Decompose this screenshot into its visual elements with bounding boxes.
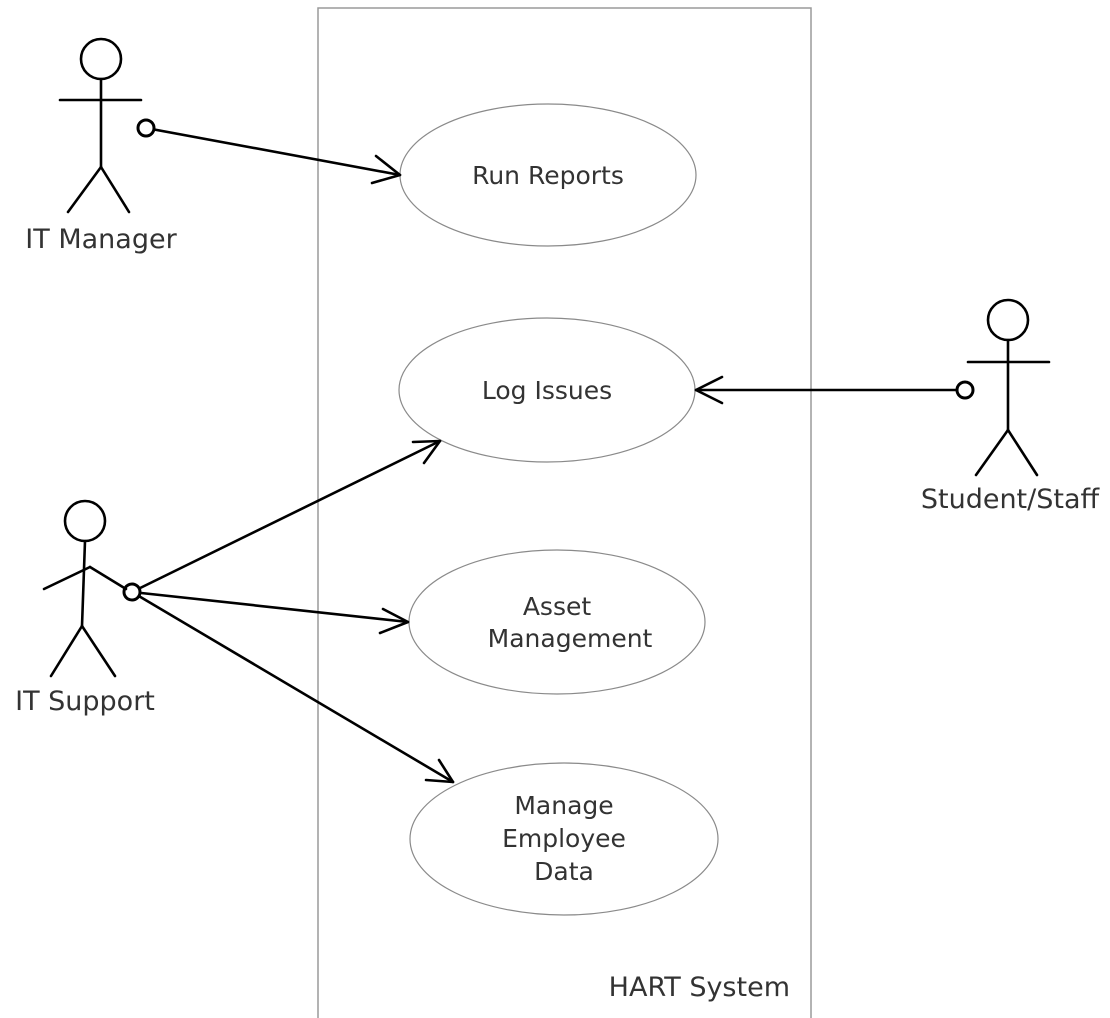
actor-head-icon xyxy=(63,499,107,543)
association-it-manager-run-reports xyxy=(136,118,402,185)
actor-label: Student/Staff xyxy=(921,484,1101,515)
use-case-label: Run Reports xyxy=(472,161,624,190)
it-support-connector xyxy=(122,582,142,602)
association-student-staff-log-issues xyxy=(694,375,975,405)
actor-it-manager: IT Manager xyxy=(25,37,178,255)
use-case-asset-management: Asset Management xyxy=(408,549,706,695)
actor-head-icon xyxy=(79,37,123,81)
use-case-manage-employee-data: Manage Employee Data xyxy=(409,762,719,916)
actor-it-support: IT Support xyxy=(15,499,155,717)
use-case-run-reports: Run Reports xyxy=(399,103,697,247)
use-case-label-line-1: Asset xyxy=(523,592,592,621)
association-it-support-manage-employee-data xyxy=(130,590,455,784)
system-name-label: HART System xyxy=(609,972,790,1003)
use-case-label-line-2: Employee xyxy=(502,824,626,853)
actor-label: IT Manager xyxy=(25,224,177,255)
use-case-label-line-2: Management xyxy=(488,624,653,653)
actor-head-icon xyxy=(986,298,1030,342)
use-case-label-line-1: Manage xyxy=(514,791,613,820)
use-case-label: Log Issues xyxy=(482,376,612,405)
actor-student-staff: Student/Staff xyxy=(921,298,1101,515)
association-it-support-log-issues xyxy=(130,439,442,594)
use-case-log-issues: Log Issues xyxy=(398,317,696,463)
use-case-label-line-3: Data xyxy=(534,857,594,886)
actor-label: IT Support xyxy=(15,686,155,717)
association-it-support-asset-management xyxy=(130,590,410,635)
